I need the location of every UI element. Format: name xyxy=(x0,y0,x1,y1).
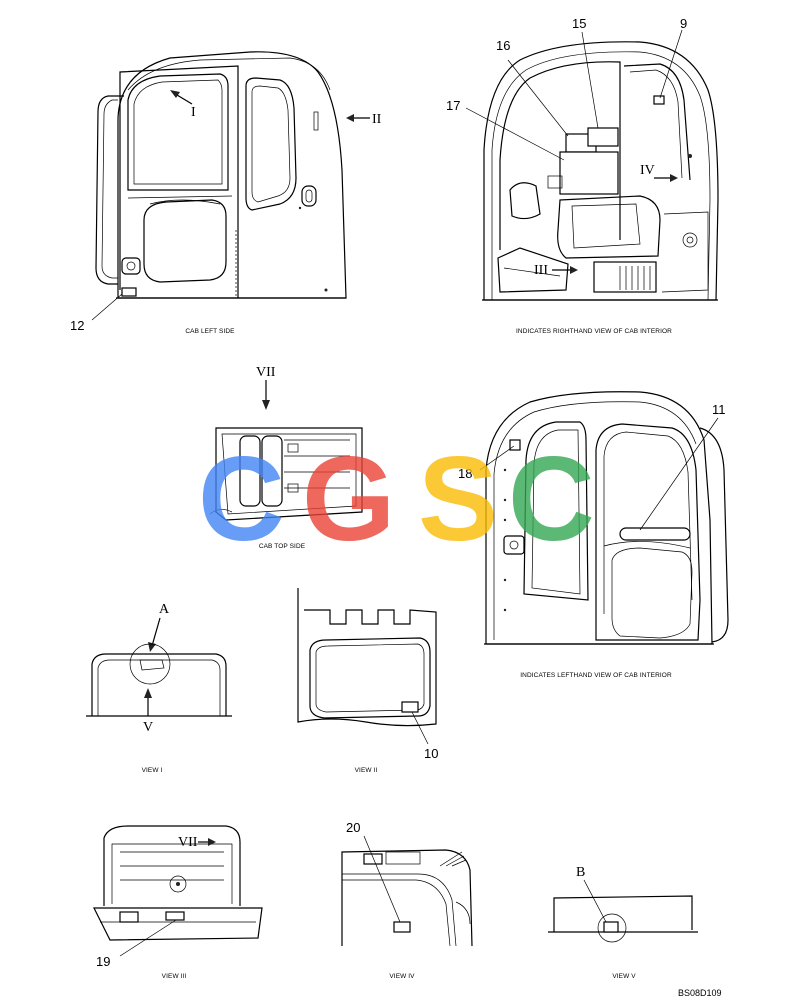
view-marker-III: III xyxy=(534,263,548,278)
watermark-letter-c2: C xyxy=(508,432,595,566)
caption-cab-left-side: CAB LEFT SIDE xyxy=(185,328,235,335)
view-marker-II: II xyxy=(372,112,382,127)
cgsc-watermark: C G S C xyxy=(198,432,595,566)
callout-11: 11 xyxy=(712,402,726,417)
callout-18: 18 xyxy=(458,466,472,481)
view-3-drawing xyxy=(93,825,263,941)
cab-left-side-drawing xyxy=(95,51,347,299)
caption-lh-interior: INDICATES LEFTHAND VIEW OF CAB INTERIOR xyxy=(520,672,672,679)
view-marker-I: I xyxy=(191,105,196,120)
caption-view-5: VIEW V xyxy=(612,973,636,980)
view-1-drawing xyxy=(86,643,232,717)
view-marker-A: A xyxy=(159,602,170,617)
callout-9: 9 xyxy=(680,16,687,31)
callout-10: 10 xyxy=(424,746,438,761)
caption-view-1: VIEW I xyxy=(142,767,163,774)
caption-rh-interior: INDICATES RIGHTHAND VIEW OF CAB INTERIOR xyxy=(516,328,672,335)
caption-cab-top-side: CAB TOP SIDE xyxy=(259,543,306,550)
callout-15: 15 xyxy=(572,16,586,31)
cab-top-side-drawing xyxy=(209,427,363,521)
view-marker-B: B xyxy=(576,865,585,880)
watermark-letter-s: S xyxy=(418,432,498,566)
caption-view-3: VIEW III xyxy=(162,973,187,980)
callout-16: 16 xyxy=(496,38,510,53)
rh-interior-drawing xyxy=(482,41,719,301)
view-marker-IV: IV xyxy=(640,163,655,178)
watermark-letter-g: G xyxy=(302,432,395,566)
caption-view-2: VIEW II xyxy=(355,767,378,774)
callout-19: 19 xyxy=(96,954,110,969)
view-5-drawing xyxy=(548,895,698,943)
view-marker-VII-top: VII xyxy=(256,365,276,380)
caption-view-4: VIEW IV xyxy=(389,973,415,980)
view-marker-V: V xyxy=(143,720,153,735)
callout-12: 12 xyxy=(70,318,84,333)
watermark-letter-c1: C xyxy=(198,432,285,566)
view-marker-VII-view3: VII xyxy=(178,835,198,850)
callout-17: 17 xyxy=(446,98,460,113)
drawing-reference: BS08D109 xyxy=(678,988,722,998)
view-2-drawing xyxy=(297,588,437,727)
view-4-drawing xyxy=(341,849,473,947)
callout-20: 20 xyxy=(346,820,360,835)
lh-interior-drawing xyxy=(484,391,729,645)
